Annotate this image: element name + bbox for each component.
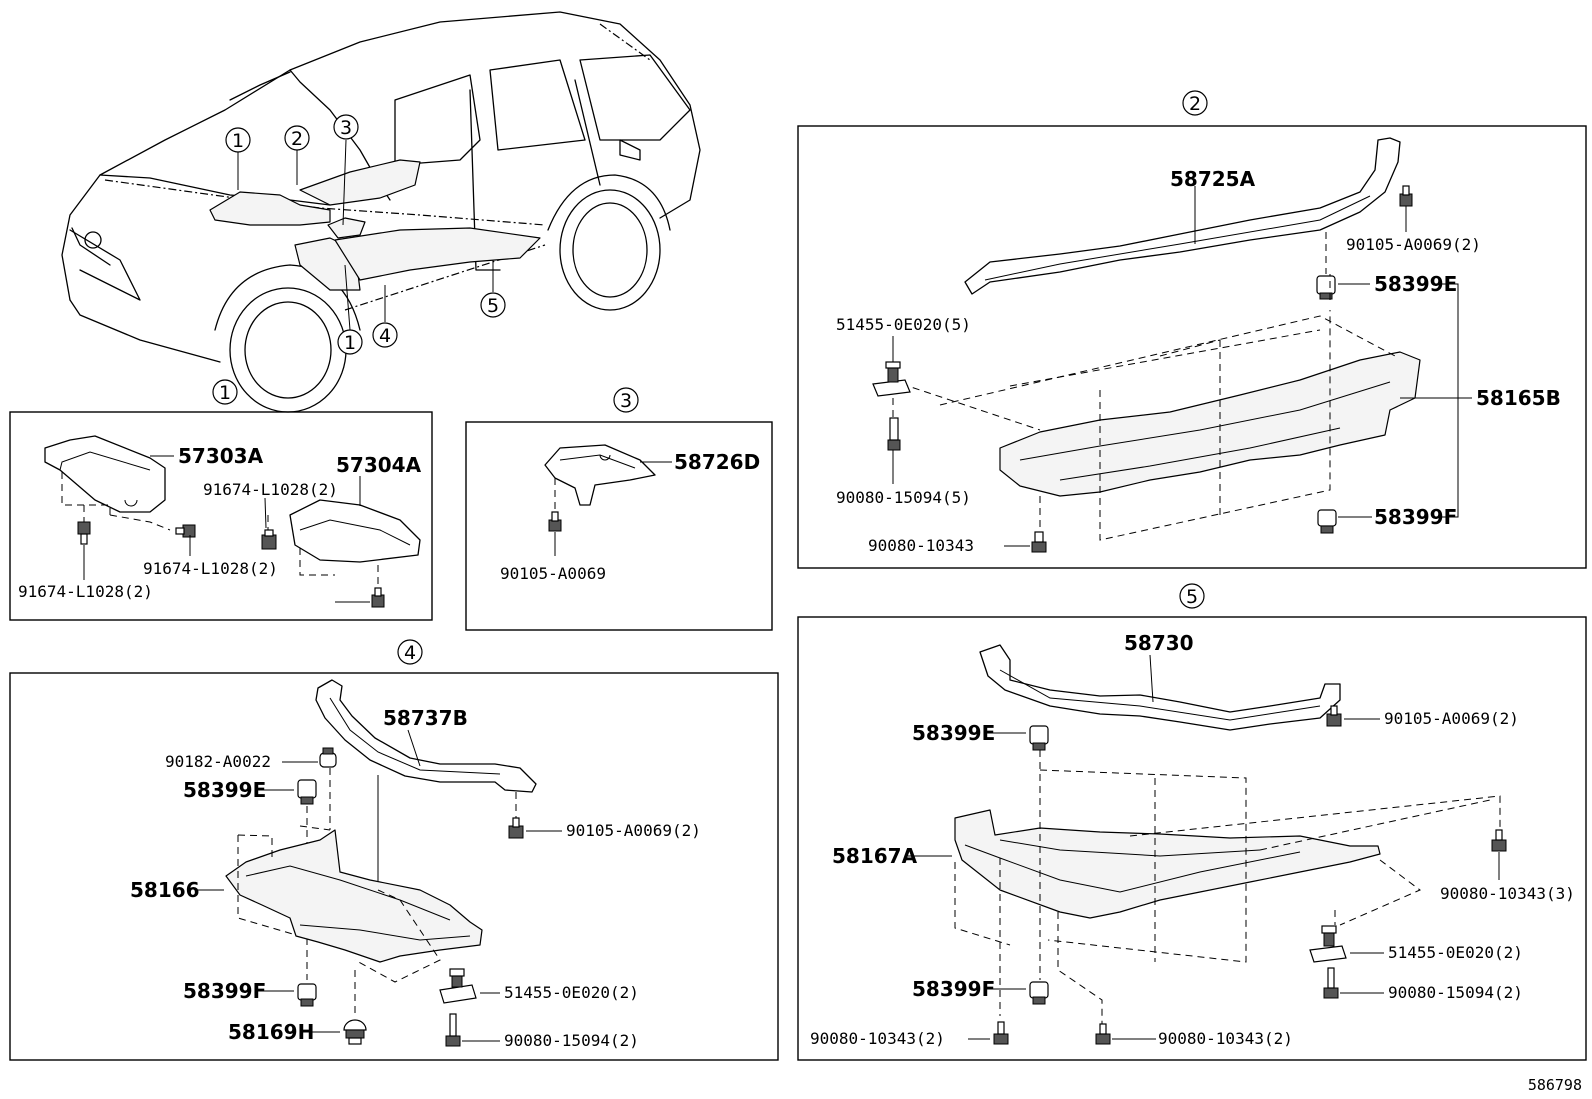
section-4-number: 4 [404, 642, 416, 664]
section-3-number: 3 [620, 390, 632, 412]
section-2: 2 58725A 90105-A0069(2) 58399E 58165B 51… [797, 90, 1587, 569]
fastener-s1-bottom [371, 587, 385, 608]
part-57303A-label: 57303A [178, 444, 264, 468]
fastener-s3 [548, 511, 562, 532]
part-91674-L1028-c-label: 91674-L1028(2) [18, 582, 153, 601]
diagram-code: 586798 [1528, 1076, 1582, 1094]
fastener-s4-58399E [297, 779, 317, 805]
section-4: 4 58737B 90182-A0022 58399E 90105-A0069(… [9, 639, 779, 1061]
fastener-s1-mid [175, 524, 196, 538]
svg-text:3: 3 [340, 117, 352, 139]
part-90105-A0069-s2-label: 90105-A0069(2) [1346, 235, 1481, 254]
overview-callout-4: 4 [372, 322, 398, 348]
overview-callout-5: 5 [480, 292, 506, 318]
part-90080-15094-s4-label: 90080-15094(2) [504, 1031, 639, 1050]
part-58399E-s5-label: 58399E [912, 721, 995, 745]
part-51455-0E020-s2-label: 51455-0E020(5) [836, 315, 971, 334]
part-58166-label: 58166 [130, 878, 200, 902]
part-90080-10343-2b-label: 90080-10343(2) [1158, 1029, 1293, 1048]
svg-text:4: 4 [379, 325, 391, 347]
fastener-s5-58399F [1029, 981, 1049, 1005]
svg-text:1: 1 [232, 130, 244, 152]
section-1-number: 1 [219, 382, 231, 404]
part-58167A-shape [954, 809, 1381, 919]
section-5: 5 58730 58399E 90105-A0069(2) 58167A 900… [797, 583, 1587, 1061]
part-58726D-label: 58726D [674, 450, 760, 474]
overview-callout-2: 2 [284, 125, 310, 151]
fastener-s4-58169H [343, 1019, 367, 1045]
fastener-s2-90080-15094 [887, 417, 901, 451]
part-90080-10343-2a-label: 90080-10343(2) [810, 1029, 945, 1048]
fastener-s5-90080-10343-2b [1095, 1023, 1111, 1045]
part-58725A-label: 58725A [1170, 167, 1256, 191]
fastener-s2-90080-10343 [1031, 531, 1047, 553]
part-58399E-s4-label: 58399E [183, 778, 266, 802]
overview-callout-1a: 1 [225, 127, 251, 153]
section-2-number: 2 [1189, 93, 1201, 115]
fastener-s4-51455 [439, 968, 477, 1004]
section-3-frame [465, 421, 773, 631]
part-51455-0E020-s4-label: 51455-0E020(2) [504, 983, 639, 1002]
part-57304A-shape [289, 499, 421, 563]
part-58399F-s4-label: 58399F [183, 979, 266, 1003]
fastener-s5-90105 [1326, 705, 1342, 727]
fastener-s4-90105 [508, 817, 524, 839]
overview-callout-1b: 1 [337, 329, 363, 355]
overview-callouts: 1 2 3 1 4 5 [225, 114, 506, 355]
fastener-s5-51455 [1309, 925, 1347, 963]
svg-text:5: 5 [487, 295, 499, 317]
part-91674-L1028-b-label: 91674-L1028(2) [143, 559, 278, 578]
overview-callout-3: 3 [333, 114, 359, 140]
part-58737B-shape [315, 679, 537, 793]
part-58166-shape [225, 829, 483, 963]
part-91674-L1028-a-label: 91674-L1028(2) [203, 480, 338, 499]
fastener-s4-58399F [297, 983, 317, 1007]
section-5-number: 5 [1186, 586, 1198, 608]
part-90080-10343-3-label: 90080-10343(3) [1440, 884, 1575, 903]
svg-text:2: 2 [291, 128, 303, 150]
fastener-s1-top [261, 529, 277, 550]
section-5-frame [797, 616, 1587, 1061]
fastener-s2-51455 [872, 361, 911, 397]
part-58737B-label: 58737B [383, 706, 468, 730]
part-58169H-label: 58169H [228, 1020, 314, 1044]
part-90105-A0069-s3-label: 90105-A0069 [500, 564, 606, 583]
part-58725A-shape [964, 137, 1401, 295]
part-90105-A0069-s5-label: 90105-A0069(2) [1384, 709, 1519, 728]
part-51455-0E020-s5-label: 51455-0E020(2) [1388, 943, 1523, 962]
fastener-s1-left [77, 521, 91, 545]
section-2-frame [797, 125, 1587, 569]
part-90105-A0069-s4-label: 90105-A0069(2) [566, 821, 701, 840]
part-58165B-shape [999, 351, 1421, 497]
fastener-s5-58399E [1029, 725, 1049, 751]
svg-text:1: 1 [344, 332, 356, 354]
part-57304A-label: 57304A [336, 453, 422, 477]
part-57303A-shape [44, 435, 166, 513]
part-58167A-label: 58167A [832, 844, 918, 868]
section-4-frame [9, 672, 779, 1061]
fastener-s2-58399E [1316, 275, 1336, 300]
fastener-s4-90080 [445, 1013, 461, 1047]
fastener-s5-90080-15094 [1323, 967, 1339, 999]
part-58730-label: 58730 [1124, 631, 1194, 655]
part-90182-A0022-label: 90182-A0022 [165, 752, 271, 771]
part-58730-shape [979, 644, 1341, 731]
fastener-s2-58399F [1317, 509, 1337, 534]
fastener-s4-90182 [319, 747, 337, 768]
section-3: 3 58726D 90105-A0069 [465, 387, 773, 631]
part-58399F-s5-label: 58399F [912, 977, 995, 1001]
part-90080-15094-s5-label: 90080-15094(2) [1388, 983, 1523, 1002]
vehicle-overview [61, 11, 701, 413]
part-90080-15094-s2-label: 90080-15094(5) [836, 488, 971, 507]
part-90080-10343-s2-label: 90080-10343 [868, 536, 974, 555]
section-1: 1 57303A 57304A 91674-L1028(2) 91674-L10… [9, 379, 433, 621]
fastener-s5-90080-10343-3 [1491, 829, 1507, 852]
fastener-s2-90105 [1399, 185, 1413, 207]
section-1-frame [9, 411, 433, 621]
part-58726D-shape [544, 444, 656, 506]
fastener-s5-90080-10343-2a [993, 1021, 1009, 1045]
part-58165B-label: 58165B [1476, 386, 1561, 410]
